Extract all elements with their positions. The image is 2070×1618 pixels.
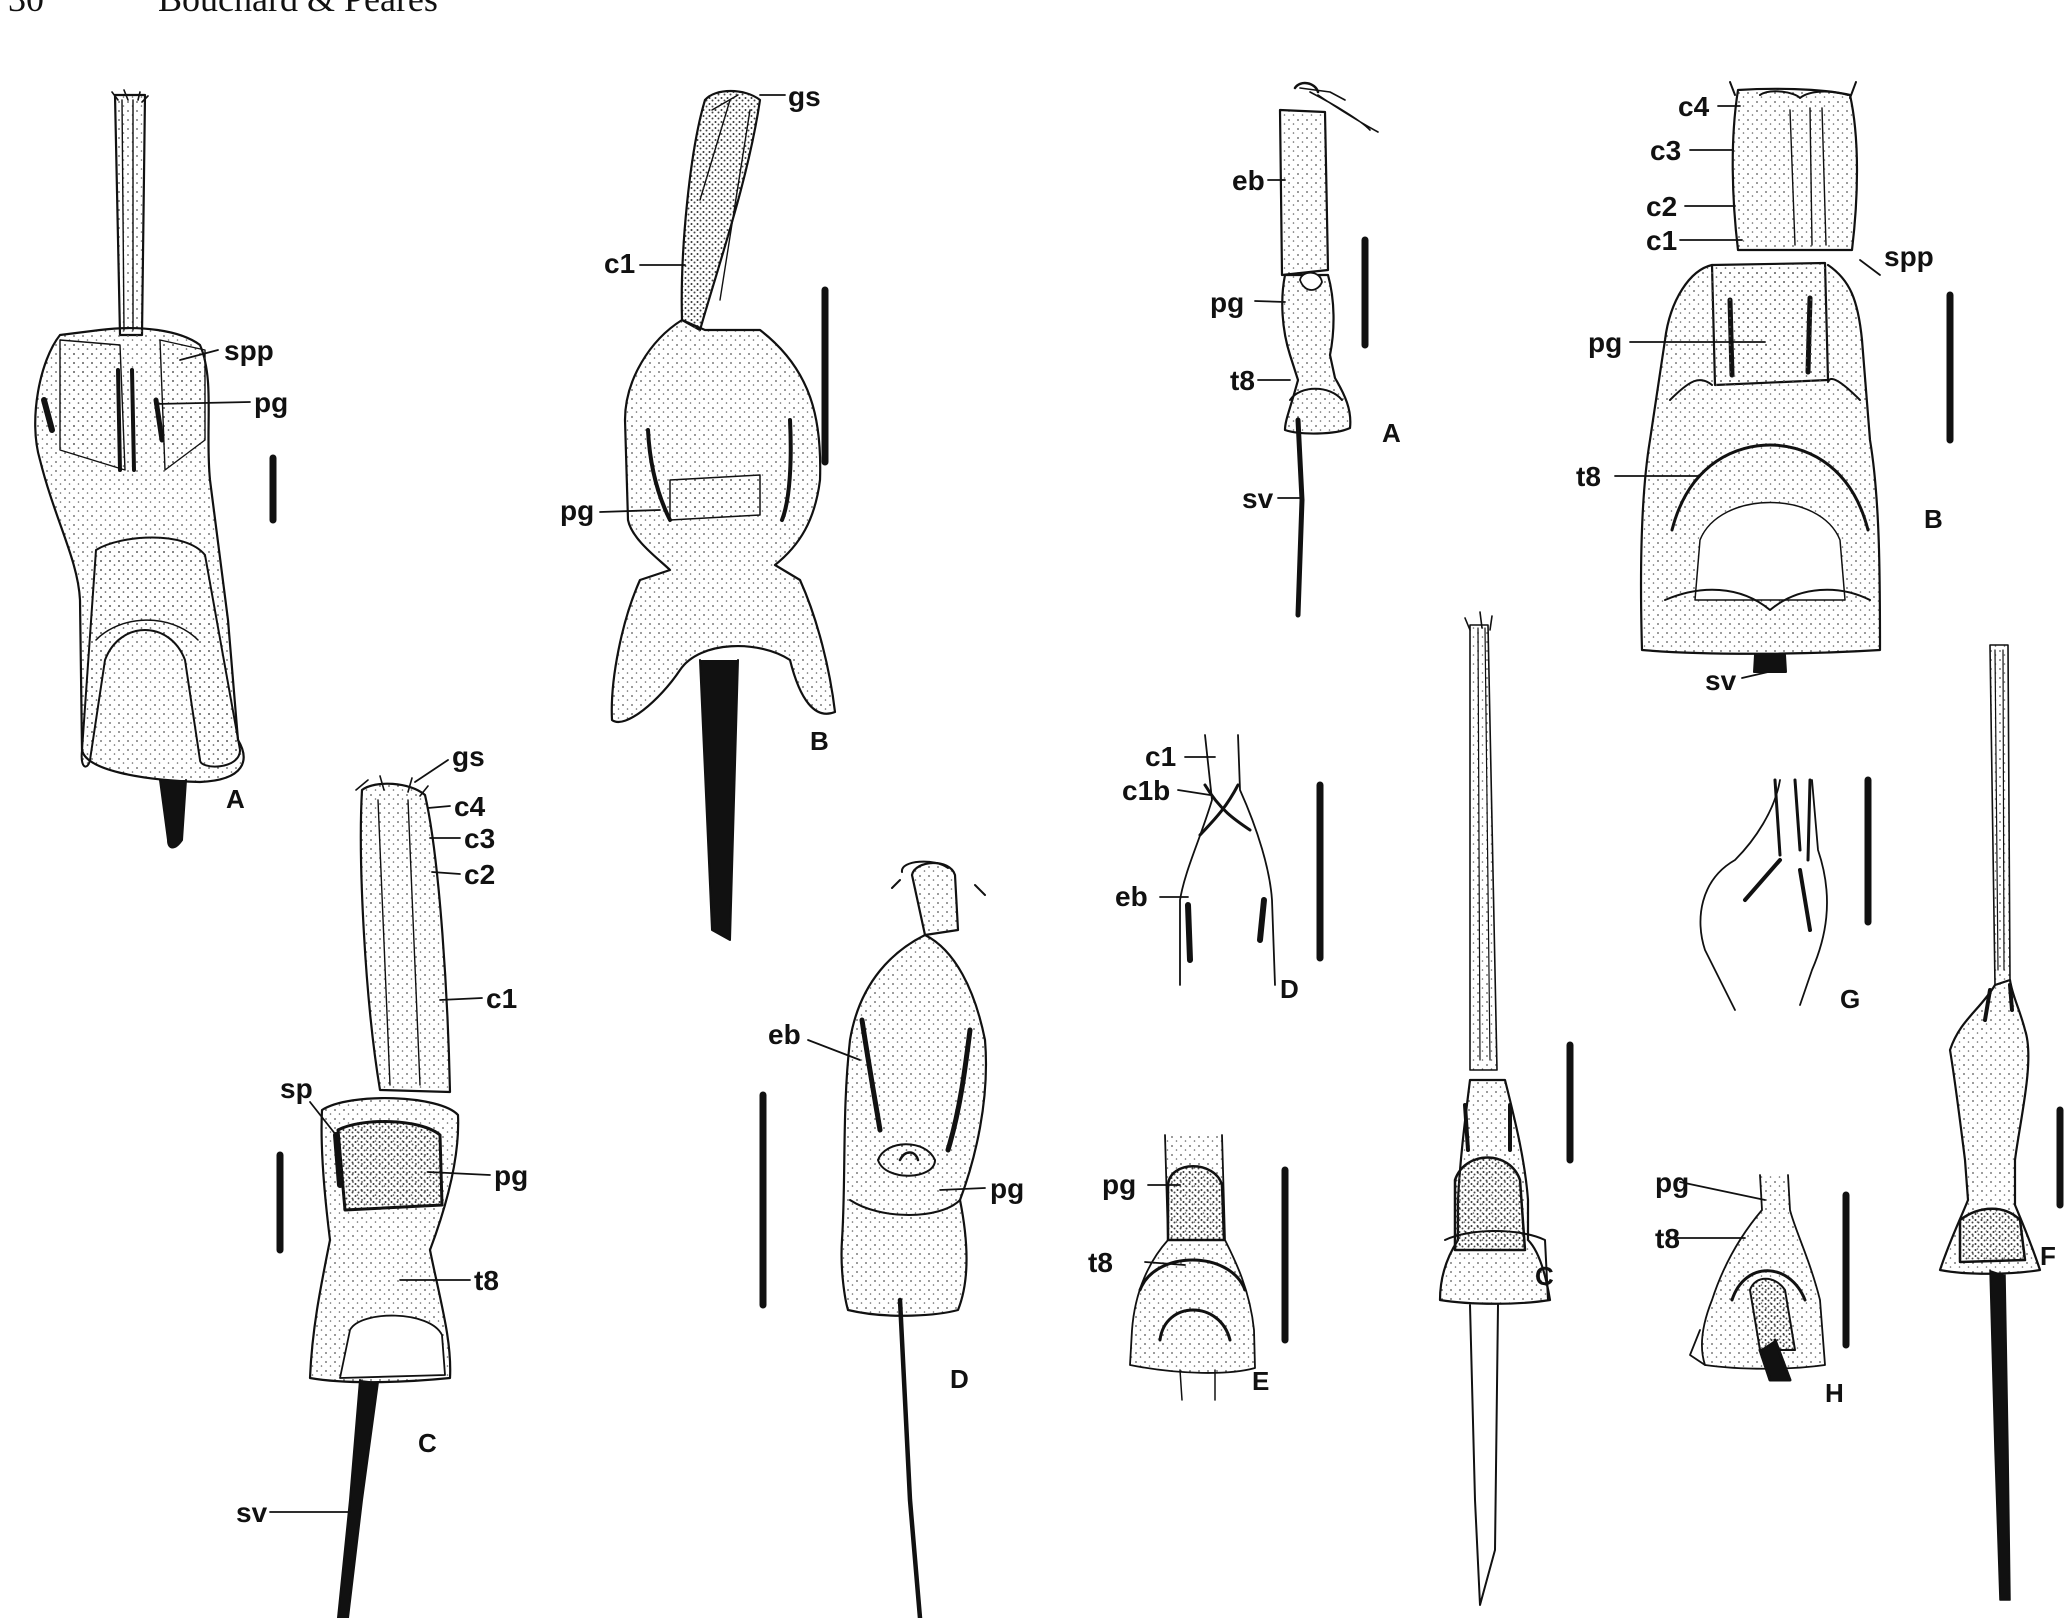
label-c2: c2 <box>1646 191 1677 222</box>
label-c4: c4 <box>1678 91 1710 122</box>
left-a-labels: spp pg A <box>224 335 288 814</box>
label-c3: c3 <box>464 823 495 854</box>
panel-letter-c: C <box>418 1428 437 1458</box>
panel-letter-g: G <box>1840 984 1860 1014</box>
right-h-leaders <box>1674 1181 1766 1239</box>
right-f-labels: F <box>2040 1241 2056 1271</box>
label-c1: c1 <box>1145 741 1176 772</box>
label-c3: c3 <box>1650 135 1681 166</box>
label-pg: pg <box>494 1160 528 1191</box>
left-d-labels: eb pg D <box>768 1019 1024 1394</box>
left-c-leaders <box>269 759 491 1513</box>
right-d-leaders <box>1159 756 1216 898</box>
right-c-labels: C <box>1535 1261 1554 1291</box>
label-c1b: c1b <box>1122 775 1170 806</box>
label-pg: pg <box>1655 1167 1689 1198</box>
left-b-labels: gs c1 pg B <box>560 81 829 756</box>
right-a-labels: eb pg t8 sv A <box>1210 165 1401 514</box>
right-specimen-c <box>1438 611 1574 1606</box>
label-c1: c1 <box>486 983 517 1014</box>
left-specimen-b <box>610 90 837 941</box>
label-sv: sv <box>1705 665 1737 696</box>
label-pg: pg <box>1102 1169 1136 1200</box>
label-eb: eb <box>1232 165 1265 196</box>
label-sv: sv <box>1242 483 1274 514</box>
label-gs: gs <box>452 741 485 772</box>
right-specimen-g <box>1699 776 1872 1011</box>
right-h-labels: pg t8 H <box>1655 1167 1844 1408</box>
right-e-labels: pg t8 E <box>1088 1169 1269 1396</box>
label-c1: c1 <box>1646 225 1677 256</box>
right-specimen-e <box>1129 1134 1289 1401</box>
panel-letter-d: D <box>950 1364 969 1394</box>
label-sv: sv <box>236 1497 268 1528</box>
label-pg: pg <box>1588 327 1622 358</box>
right-e-leaders <box>1144 1184 1186 1266</box>
left-a-leaders <box>154 349 251 405</box>
label-t8: t8 <box>474 1265 499 1296</box>
panel-letter-a: A <box>1382 418 1401 448</box>
panel-letter-b: B <box>810 726 829 756</box>
left-specimen-d <box>759 860 988 1618</box>
label-pg: pg <box>560 495 594 526</box>
right-d-labels: c1 c1b eb D <box>1115 741 1299 1004</box>
panel-letter-h: H <box>1825 1378 1844 1408</box>
right-specimen-d <box>1179 734 1324 986</box>
left-specimen-a <box>34 89 277 849</box>
page-number: 30 <box>8 0 44 20</box>
right-specimen-h <box>1689 1174 1850 1382</box>
running-authors: Bouchard & Peares <box>158 0 438 20</box>
label-t8: t8 <box>1230 365 1255 396</box>
left-d-leaders <box>807 1039 986 1191</box>
label-eb: eb <box>1115 881 1148 912</box>
label-t8: t8 <box>1576 461 1601 492</box>
label-pg: pg <box>990 1173 1024 1204</box>
label-t8: t8 <box>1655 1223 1680 1254</box>
label-gs: gs <box>788 81 821 112</box>
label-c2: c2 <box>464 859 495 890</box>
label-eb: eb <box>768 1019 801 1050</box>
right-b-labels: c4 c3 c2 c1 spp pg t8 sv B <box>1576 91 1943 696</box>
label-sp: sp <box>280 1073 313 1104</box>
label-spp: spp <box>224 335 274 366</box>
left-specimen-c <box>276 775 460 1618</box>
panel-letter-d: D <box>1280 974 1299 1004</box>
label-pg: pg <box>1210 287 1244 318</box>
label-pg: pg <box>254 387 288 418</box>
panel-letter-c: C <box>1535 1261 1554 1291</box>
left-c-labels: gs c4 c3 c2 c1 sp pg t8 sv C <box>236 741 528 1528</box>
right-specimen-a <box>1278 81 1379 618</box>
panel-letter-b: B <box>1924 504 1943 534</box>
label-spp: spp <box>1884 241 1934 272</box>
label-c4: c4 <box>454 791 486 822</box>
panel-letter-f: F <box>2040 1241 2056 1271</box>
right-specimen-b <box>1639 81 1954 673</box>
panel-letter-a: A <box>226 784 245 814</box>
left-b-leaders <box>599 94 786 513</box>
right-a-leaders <box>1254 179 1301 499</box>
right-b-leaders <box>1614 105 1881 679</box>
right-g-labels: G <box>1840 984 1860 1014</box>
right-specimen-f <box>1938 644 2064 1601</box>
label-t8: t8 <box>1088 1247 1113 1278</box>
panel-letter-e: E <box>1252 1366 1269 1396</box>
label-c1: c1 <box>604 248 635 279</box>
